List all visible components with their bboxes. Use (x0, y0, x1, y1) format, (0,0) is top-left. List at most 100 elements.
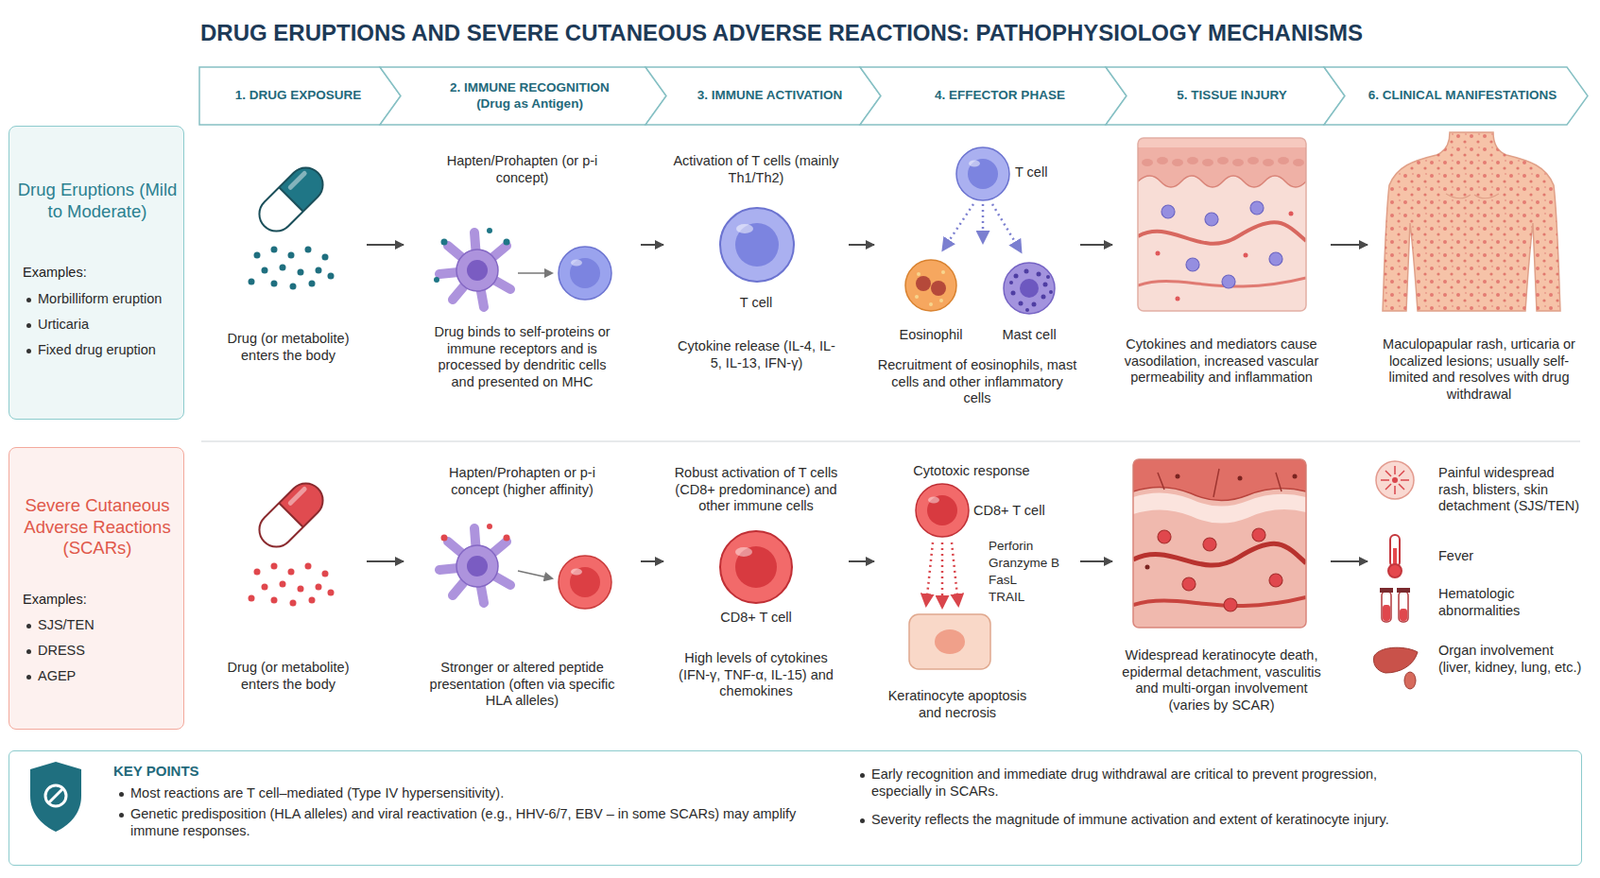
illustration-part (254, 252, 261, 259)
rash-icon (1376, 461, 1414, 499)
illustration-part (1141, 158, 1153, 167)
step-description: Cytokines and mediators cause vasodilati… (1119, 336, 1324, 387)
illustration-part (1381, 591, 1392, 622)
damaged-tissue (1133, 459, 1307, 628)
illustration-part (248, 278, 256, 286)
illustration-part (939, 298, 944, 303)
illustration-part (271, 280, 278, 288)
flow-arrow (1330, 243, 1368, 246)
illustration-part (309, 597, 316, 604)
illustration-part (439, 528, 511, 603)
stage-label: 3. IMMUNE ACTIVATION (697, 87, 844, 104)
cell-label: Eosinophil (888, 326, 974, 345)
illustration-part (1232, 158, 1244, 167)
illustration-part (1390, 534, 1400, 568)
illustration-part (466, 555, 488, 577)
cd8-t-cell (720, 531, 792, 603)
step-heading: Activation of T cells (mainly Th1/Th2) (670, 153, 842, 187)
illustration-part (1243, 253, 1249, 259)
illustration-part (1385, 483, 1392, 490)
illustration-part (1145, 565, 1151, 570)
key-point: Most reactions are T cell–mediated (Type… (130, 785, 792, 803)
illustration-part (1289, 211, 1294, 217)
illustration-part (914, 294, 919, 299)
flow-arrow (366, 243, 404, 246)
illustration-part (254, 568, 261, 576)
illustration-part (1145, 474, 1298, 570)
illustration-part (1133, 492, 1307, 523)
illustration-part (30, 761, 82, 832)
dendritic-cell (439, 523, 612, 609)
illustration-part (1175, 474, 1181, 480)
mediator-name: FasL (988, 572, 1074, 588)
illustration-part (49, 789, 63, 803)
illustration-part (930, 280, 947, 296)
illustration-part (433, 227, 511, 283)
panel-title: Drug Eruptions (Mild to Moderate) (14, 179, 181, 223)
illustration-part (309, 280, 316, 288)
illustration-part (441, 239, 448, 246)
flow-arrow (640, 560, 664, 563)
key-points-box: KEY POINTSMost reactions are T cell–medi… (8, 750, 1583, 866)
illustration-part (736, 223, 754, 234)
illustration-part (1014, 274, 1019, 279)
step-column: T cellEosinophilMast cellRecruitment of … (877, 141, 1078, 416)
step-column: Cytokines and mediators cause vasodilati… (1115, 141, 1328, 416)
illustration-part (569, 567, 601, 598)
illustration-part (1238, 476, 1243, 482)
illustration-part (297, 585, 305, 593)
illustration-part (1292, 158, 1305, 167)
illustration-part (1380, 479, 1390, 482)
illustration-part (1399, 608, 1408, 621)
illustration-part (1046, 275, 1050, 279)
illustration-part (290, 283, 297, 291)
illustration-part (486, 227, 493, 234)
illustration-part (441, 534, 448, 542)
illustration-part (941, 542, 945, 607)
illustration-part (1379, 587, 1394, 593)
illustration-part (967, 158, 998, 190)
illustration-part (1292, 474, 1298, 480)
mediator-name: TRAIL (988, 589, 1074, 605)
illustration-part (929, 302, 933, 307)
flow-arrow (640, 243, 664, 246)
illustration-part (558, 246, 612, 300)
illustration-part (926, 542, 959, 607)
manifestation-item: Painful widespread rash, blisters, skin … (1438, 464, 1583, 516)
illustration-part (1175, 296, 1181, 302)
step-description: Maculopapular rash, urticaria or localiz… (1375, 336, 1583, 404)
illustration-part (1393, 465, 1396, 475)
manifestation-item: Organ involvement (liver, kidney, lung, … (1438, 642, 1583, 676)
illustration-part (1382, 132, 1561, 311)
illustration-part (1203, 537, 1217, 551)
illustration-part (1036, 272, 1042, 277)
illustration-part (735, 223, 779, 267)
blood-tubes-icon (1379, 587, 1411, 622)
step-column: Drug (or metabolite) enters the body (212, 141, 364, 416)
illustration-part (928, 497, 940, 504)
illustration-part (720, 531, 792, 603)
illustration-part (252, 476, 330, 554)
manifestation-item: Hematologic abnormalities (1438, 585, 1583, 620)
step-heading: Cytotoxic response (877, 463, 1067, 481)
illustration-part (926, 542, 933, 605)
example-item: DRESS (37, 642, 180, 660)
flow-arrow (848, 243, 875, 246)
illustration-part (1171, 158, 1184, 167)
illustration-part (1392, 477, 1398, 483)
illustration-part (1445, 193, 1499, 199)
key-point: Genetic predisposition (HLA alleles) and… (130, 806, 811, 840)
illustration-part (968, 160, 981, 168)
illustration-part (1247, 156, 1259, 165)
illustration-part (1161, 205, 1175, 219)
illustration-part (271, 246, 278, 254)
illustration-part (322, 570, 329, 578)
illustration-part (433, 276, 440, 283)
illustration-part (1204, 212, 1219, 226)
illustration-part (1156, 156, 1169, 165)
stage-chevron: 3. IMMUNE ACTIVATION (645, 67, 881, 125)
stage-label: (Drug as Antigen) (476, 96, 584, 113)
illustration-part (941, 270, 946, 275)
illustration-part (569, 258, 601, 289)
